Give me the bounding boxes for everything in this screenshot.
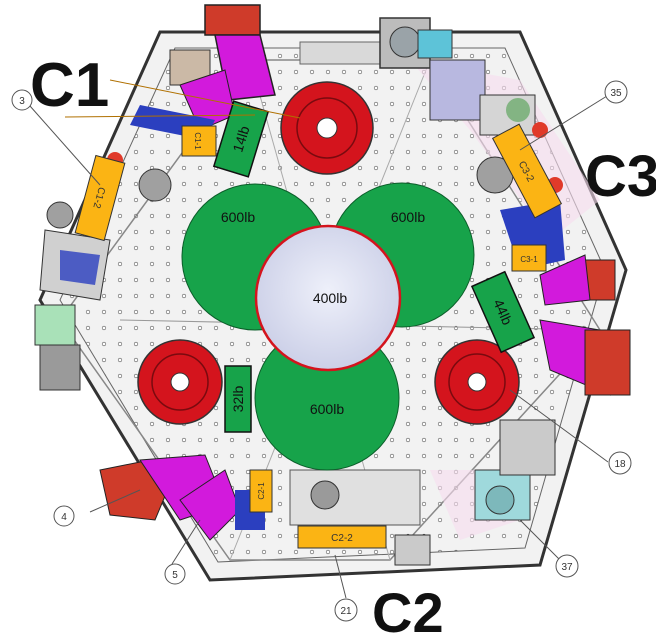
callout-18-bubble (608, 451, 632, 475)
tag-c1-1: C1-1 (181, 125, 217, 157)
bar-load-left: 32lb (224, 365, 252, 433)
bar-load-right: 44lb (470, 270, 536, 354)
callout-4-bubble (53, 505, 75, 527)
zone-label-c2: C2 (372, 581, 444, 637)
tag-c3-1: C3-1 (511, 244, 547, 272)
callout-5-bubble (164, 563, 186, 585)
bar-load-left-label: 32lb (230, 386, 246, 413)
red-plate-left (137, 339, 223, 425)
callout-3: 3 (19, 96, 25, 107)
svg-text:C2-2: C2-2 (331, 533, 353, 544)
load-label-upper-left: 600lb (221, 209, 255, 225)
load-label-center: 400lb (313, 290, 347, 306)
tag-c2-1: C2-1 (249, 469, 273, 513)
rim-hardware (34, 4, 631, 566)
load-label-upper-right: 600lb (391, 209, 425, 225)
callouts (11, 79, 632, 622)
load-label-bottom: 600lb (310, 401, 344, 417)
callout-5: 5 (172, 570, 178, 581)
svg-text:C1-1: C1-1 (193, 132, 202, 150)
tag-c1-2: C1-2 (74, 154, 126, 242)
callout-18: 18 (614, 459, 626, 470)
callout-21: 21 (340, 606, 352, 617)
callout-37-bubble (555, 554, 579, 578)
tag-c2-2: C2-2 (297, 525, 387, 549)
red-plate-right (434, 339, 520, 425)
tag-c3-2: C3-2 (491, 123, 563, 219)
zone-label-c3: C3 (585, 144, 656, 209)
callout-35-bubble (604, 80, 628, 104)
callout-4: 4 (61, 512, 67, 523)
callout-35: 35 (610, 88, 622, 99)
red-plate-top (280, 81, 374, 175)
callout-3-bubble (11, 89, 33, 111)
callout-21-bubble (334, 598, 358, 622)
svg-text:C3-1: C3-1 (520, 255, 538, 264)
zone-label-c1: C1 (30, 51, 109, 120)
load-circle-center (254, 224, 402, 372)
bar-load-top: 14lb (212, 100, 270, 178)
bar-load-top-label: 14lb (229, 124, 252, 154)
callout-37: 37 (561, 562, 573, 573)
svg-text:C2-1: C2-1 (257, 482, 266, 500)
